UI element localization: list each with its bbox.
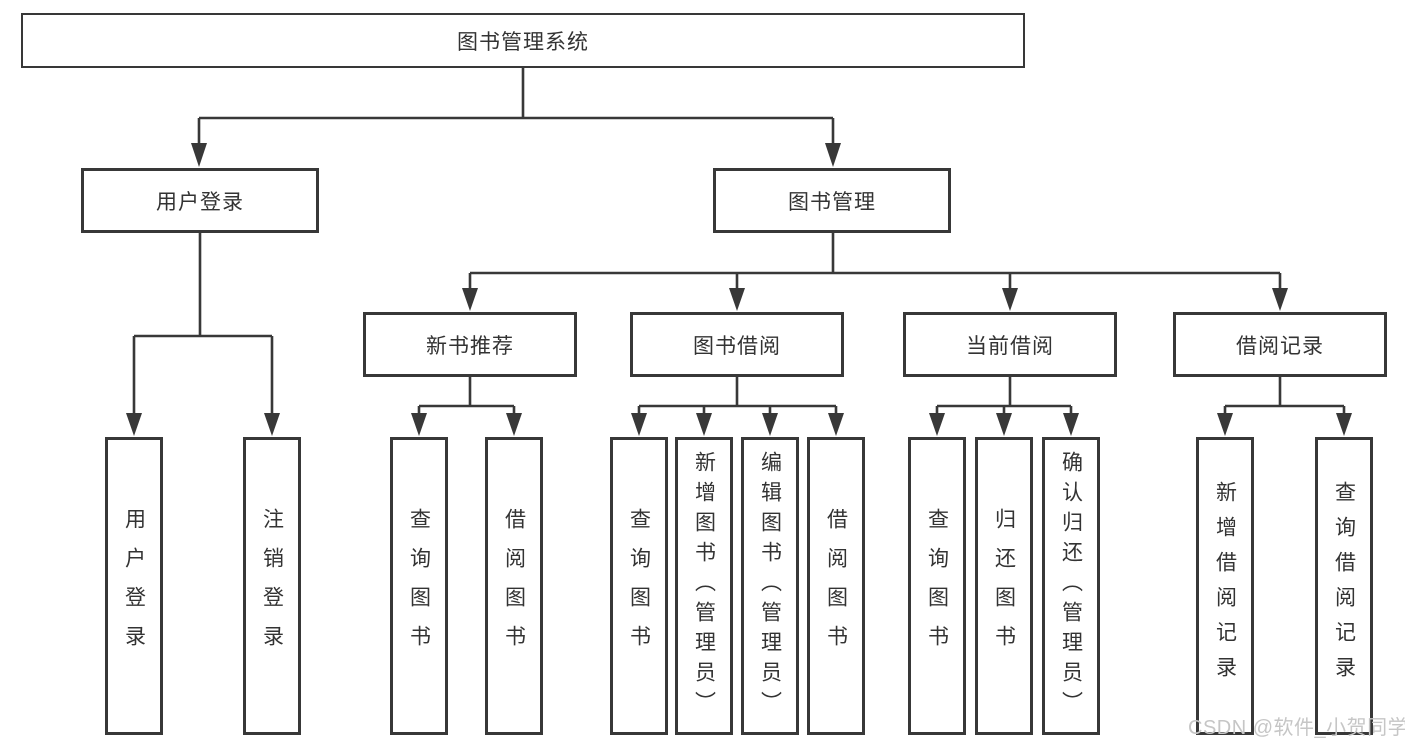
node-leaf-edit-books-admin: 编辑图书（管理员） <box>741 437 799 735</box>
node-leaf-user-login: 用户登录 <box>105 437 163 735</box>
node-leaf-query-books-current: 查询图书 <box>908 437 966 735</box>
node-leaf-logout: 注销登录 <box>243 437 301 735</box>
node-leaf-query-books-borrow: 查询图书 <box>610 437 668 735</box>
node-leaf-query-borrow-record: 查询借阅记录 <box>1315 437 1373 735</box>
node-user-login: 用户登录 <box>81 168 319 233</box>
csdn-watermark: CSDN @软件_小贺同学 <box>1188 717 1405 739</box>
node-borrow-records-label: 借阅记录 <box>1236 334 1324 358</box>
node-leaf-borrow-books-recommend: 借阅图书 <box>485 437 543 735</box>
node-new-book-recommend-label: 新书推荐 <box>426 334 514 358</box>
node-book-borrow: 图书借阅 <box>630 312 844 377</box>
node-borrow-records: 借阅记录 <box>1173 312 1387 377</box>
node-leaf-add-borrow-record: 新增借阅记录 <box>1196 437 1254 735</box>
node-new-book-recommend: 新书推荐 <box>363 312 577 377</box>
node-leaf-return-books: 归还图书 <box>975 437 1033 735</box>
node-user-login-label: 用户登录 <box>156 190 244 214</box>
node-book-borrow-label: 图书借阅 <box>693 334 781 358</box>
node-root: 图书管理系统 <box>21 13 1025 68</box>
node-leaf-query-books-recommend: 查询图书 <box>390 437 448 735</box>
node-book-management-label: 图书管理 <box>788 190 876 214</box>
node-leaf-borrow-books: 借阅图书 <box>807 437 865 735</box>
node-book-management: 图书管理 <box>713 168 951 233</box>
node-root-label: 图书管理系统 <box>457 30 589 54</box>
node-current-borrow-label: 当前借阅 <box>966 334 1054 358</box>
node-current-borrow: 当前借阅 <box>903 312 1117 377</box>
node-leaf-add-books-admin: 新增图书（管理员） <box>675 437 733 735</box>
node-leaf-confirm-return-admin: 确认归还（管理员） <box>1042 437 1100 735</box>
